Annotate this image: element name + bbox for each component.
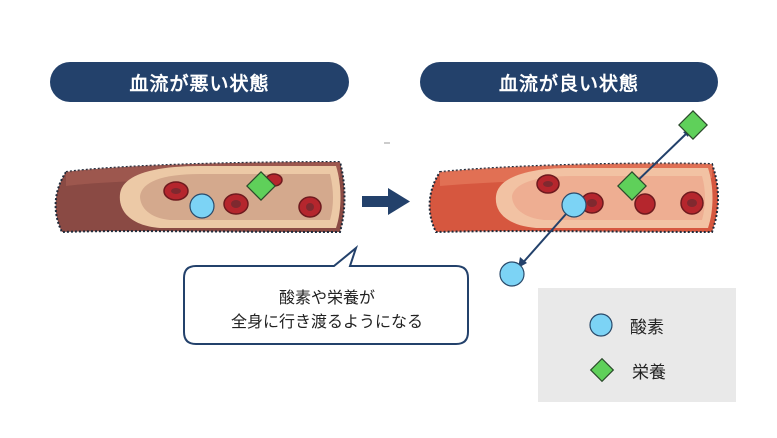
oxygen-circle-icon [589,313,613,337]
good-oxygen-marker [561,192,587,218]
released-nutrient-marker [678,110,708,140]
good-vessel [428,110,719,287]
bad-oxygen-marker [189,193,215,219]
good-flow-title: 血流が良い状態 [420,62,718,102]
nutrient-diamond-icon [589,357,615,383]
good-blood-cell [634,193,656,215]
callout-line-1: 酸素や栄養が [278,288,375,307]
legend-oxygen-label: 酸素 [630,317,664,338]
bad-vessel [54,160,346,234]
transition-arrow [362,188,410,215]
bad-flow-title-text: 血流が悪い状態 [129,72,270,95]
legend-item-oxygen: 酸素 [588,312,664,338]
nutrient-path-line [631,131,689,187]
released-oxygen-marker [499,261,525,287]
legend-item-nutrient: 栄養 [588,356,666,384]
callout-line-2: 全身に行き渡るようになる [230,312,423,331]
good-flow-title-text: 血流が良い状態 [498,72,639,95]
legend-nutrient-label: 栄養 [632,362,666,383]
bad-nutrient-marker [246,171,276,201]
callout-text: 酸素や栄養が 全身に行き渡るようになる [190,286,464,334]
callout-bubble [183,245,469,345]
oxygen-path-line [519,204,575,267]
legend: 酸素 栄養 [538,288,736,402]
bad-flow-title: 血流が悪い状態 [50,62,349,102]
good-nutrient-marker [617,171,647,201]
